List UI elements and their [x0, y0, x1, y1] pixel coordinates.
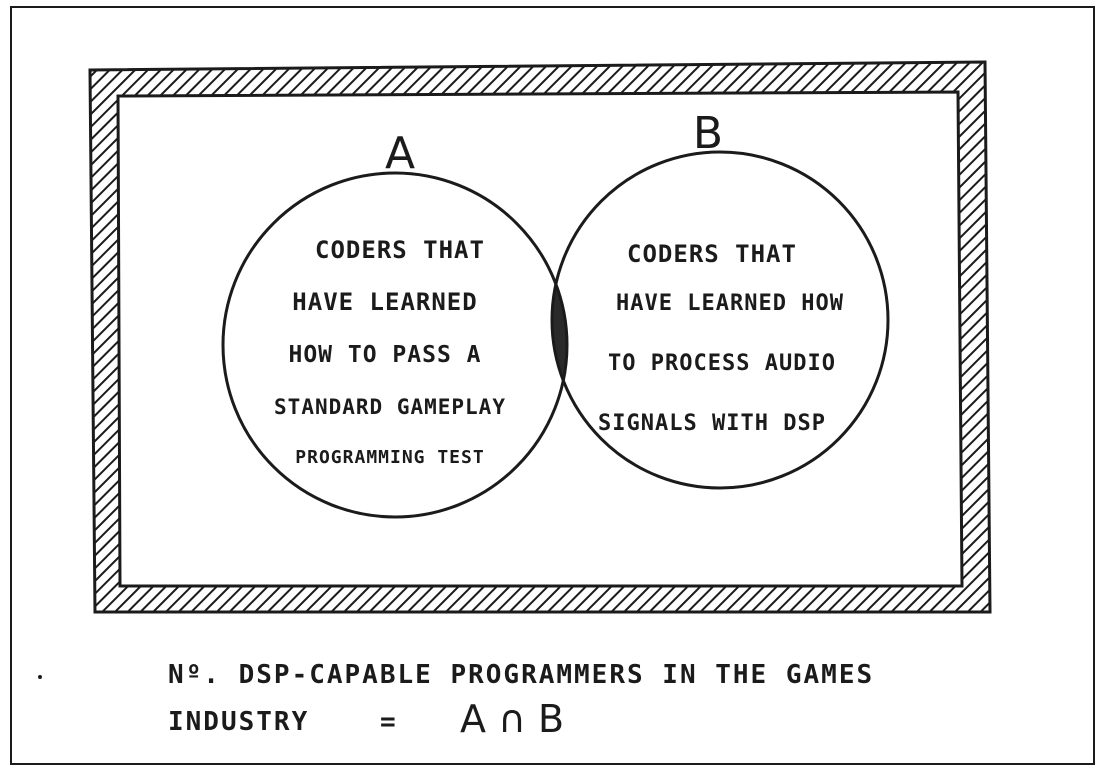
set-a-description: CODERS THAT HAVE LEARNED HOW TO PASS A S… [274, 236, 506, 468]
caption: Nº. DSP-CAPABLE PROGRAMMERS IN THE GAMES… [168, 660, 874, 741]
set-a-line: PROGRAMMING TEST [295, 447, 484, 468]
set-a-line: STANDARD GAMEPLAY [274, 395, 506, 419]
set-a-line: HAVE LEARNED [292, 288, 477, 316]
page-border [10, 6, 1095, 765]
intersection-formula: A ∩ B [460, 697, 564, 741]
set-a-circle [221, 171, 569, 519]
ink-speck [38, 675, 42, 679]
set-b-line: TO PROCESS AUDIO [608, 351, 836, 376]
set-a-line: HOW TO PASS A [288, 342, 481, 368]
set-a-line: CODERS THAT [315, 236, 485, 264]
set-b-description: CODERS THAT HAVE LEARNED HOW TO PROCESS … [598, 240, 844, 436]
set-b-line: SIGNALS WITH DSP [598, 411, 826, 436]
set-a-label: A [385, 128, 415, 179]
set-b-label: B [693, 108, 723, 159]
caption-line-1: Nº. DSP-CAPABLE PROGRAMMERS IN THE GAMES [168, 660, 874, 690]
caption-equals: = [380, 707, 398, 737]
caption-line-2: INDUSTRY [168, 707, 309, 737]
hatched-frame [88, 60, 992, 614]
set-b-line: HAVE LEARNED HOW [616, 291, 844, 316]
intersection-region [552, 173, 567, 488]
set-b-line: CODERS THAT [627, 240, 797, 268]
set-b-circle [550, 150, 890, 490]
